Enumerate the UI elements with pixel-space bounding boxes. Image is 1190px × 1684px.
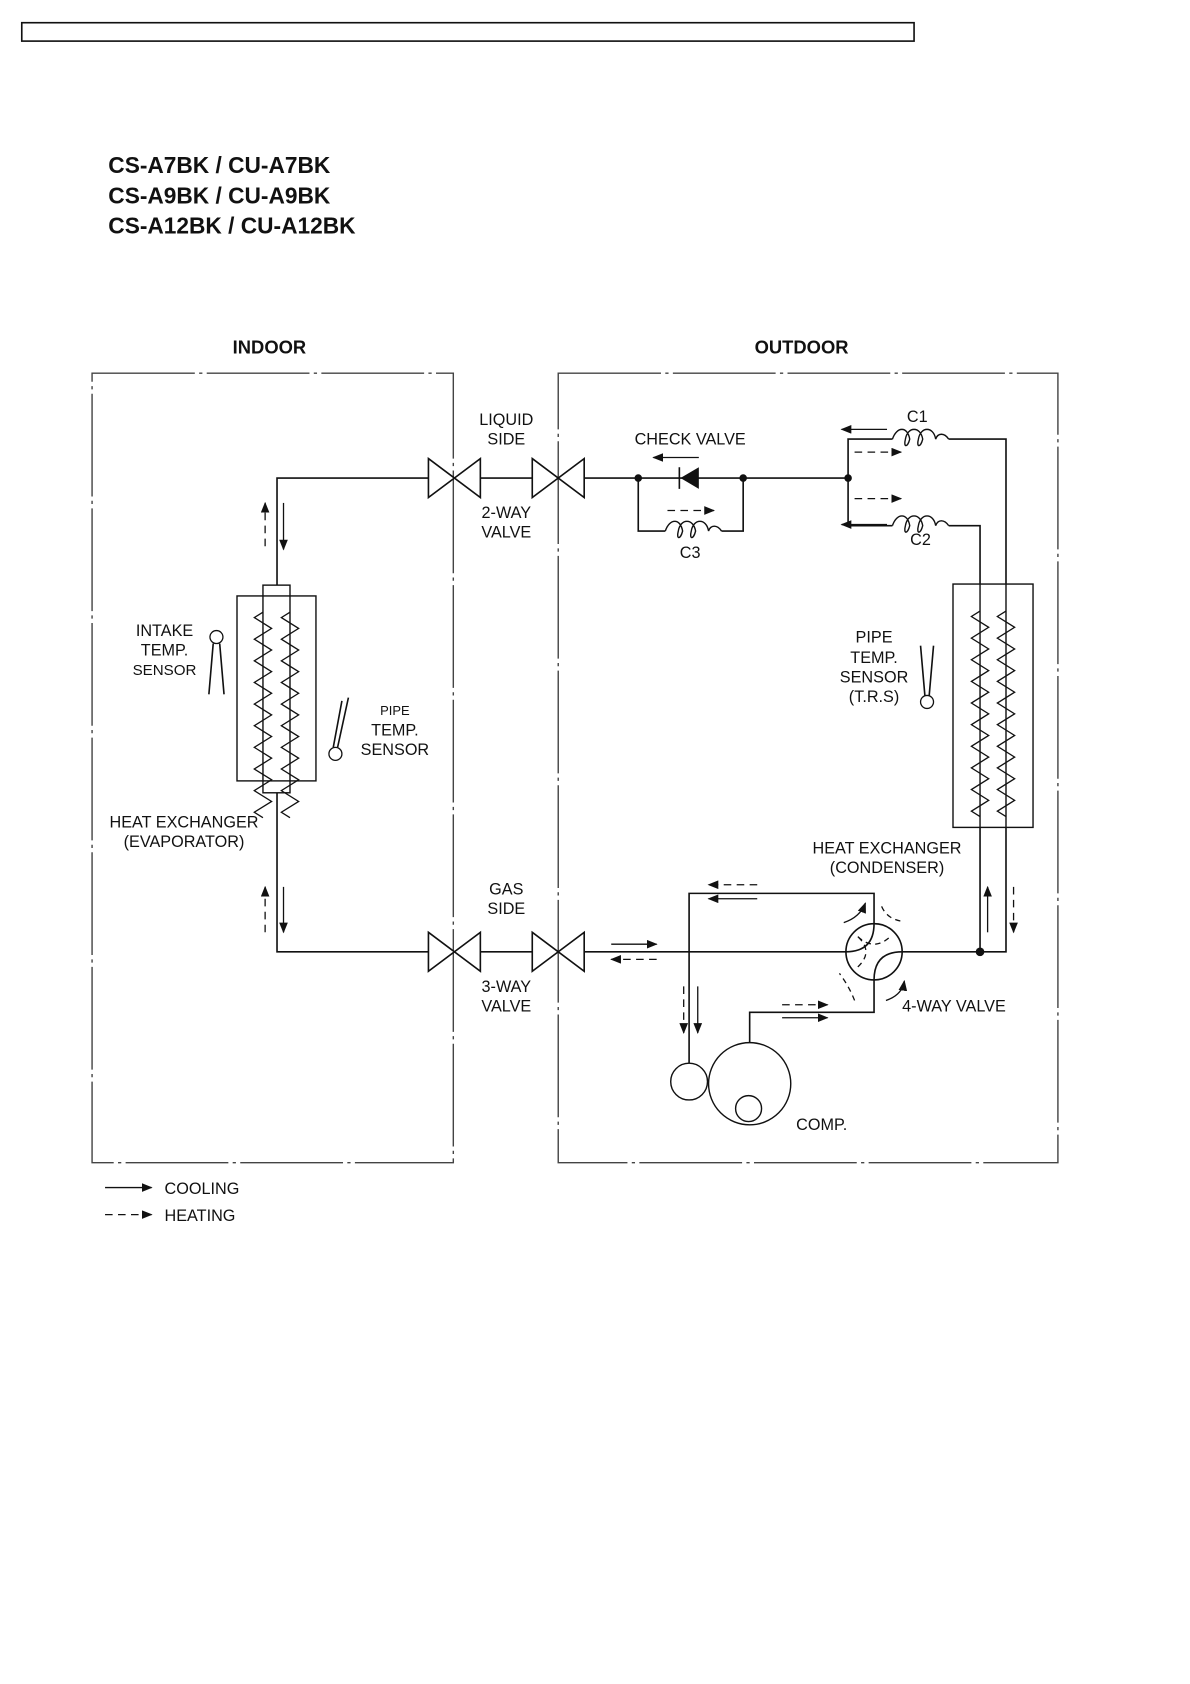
three-way-valve-label-2: VALVE [481, 997, 531, 1015]
legend-cooling: COOLING [165, 1180, 240, 1198]
outdoor-unit-boundary [557, 372, 1059, 1164]
three-way-valve-label-1: 3-WAY [482, 978, 532, 996]
indoor-pipe-sensor-label-2: TEMP. [371, 721, 418, 739]
legend-heating: HEATING [165, 1207, 236, 1225]
liquid-side-label-1: LIQUID [479, 411, 533, 429]
two-way-valve-label-1: 2-WAY [482, 504, 532, 522]
two-way-valve-label-2: VALVE [481, 524, 531, 542]
c2-label: C2 [910, 531, 931, 549]
indoor-hx-label-1: HEAT EXCHANGER [109, 813, 258, 831]
indoor-pipe-sensor-label-3: SENSOR [361, 741, 430, 759]
gas-side-label-2: SIDE [487, 900, 525, 918]
intake-temp-sensor-icon [208, 629, 225, 695]
piping [276, 438, 1007, 1064]
outdoor-hx-label-2: (CONDENSER) [830, 859, 944, 877]
liquid-side-label-2: SIDE [487, 431, 525, 449]
indoor-pipe-sensor-icon [328, 697, 350, 761]
outdoor-pipe-sensor-label-2: TEMP. [850, 649, 897, 667]
outdoor-pipe-sensor-label-4: (T.R.S) [849, 688, 899, 706]
legend: COOLING HEATING [105, 1180, 239, 1225]
intake-sensor-label-2: TEMP. [141, 641, 188, 659]
flow-arrows [260, 425, 1018, 1034]
four-way-valve-icon [838, 902, 908, 1002]
c1-label: C1 [907, 408, 928, 426]
outdoor-pipe-sensor-icon [919, 645, 935, 710]
outdoor-label: OUTDOOR [755, 337, 849, 358]
model-title-3: CS-A12BK / CU-A12BK [108, 213, 356, 239]
indoor-heat-exchanger [236, 584, 317, 819]
outdoor-pipe-sensor-label-3: SENSOR [840, 668, 909, 686]
intake-sensor-label-1: INTAKE [136, 622, 194, 640]
model-title-1: CS-A7BK / CU-A7BK [108, 152, 331, 178]
outdoor-hx-label-1: HEAT EXCHANGER [813, 839, 962, 857]
capillary-c2-icon [891, 515, 950, 533]
check-valve-icon [678, 467, 699, 489]
indoor-label: INDOOR [233, 337, 306, 358]
check-valve-label: CHECK VALVE [635, 431, 746, 449]
capillary-c3-icon [664, 520, 723, 539]
indoor-unit-boundary [91, 372, 455, 1164]
indoor-hx-label-2: (EVAPORATOR) [124, 833, 245, 851]
gas-side-label-1: GAS [489, 880, 523, 898]
header-bar [20, 21, 915, 42]
compressor-label: COMP. [796, 1116, 847, 1134]
four-way-valve-label: 4-WAY VALVE [902, 997, 1006, 1015]
liquid-valve-indoor [427, 457, 482, 499]
intake-sensor-label-3: SENSOR [133, 662, 197, 679]
outdoor-pipe-sensor-label-1: PIPE [856, 628, 893, 646]
outdoor-heat-exchanger [952, 583, 1034, 829]
compressor-icon [670, 1041, 792, 1126]
c3-label: C3 [680, 544, 701, 562]
capillary-c1-icon [891, 428, 950, 447]
gas-valve-indoor [427, 931, 482, 973]
model-title-2: CS-A9BK / CU-A9BK [108, 182, 331, 208]
indoor-pipe-sensor-label-1: PIPE [380, 703, 410, 718]
